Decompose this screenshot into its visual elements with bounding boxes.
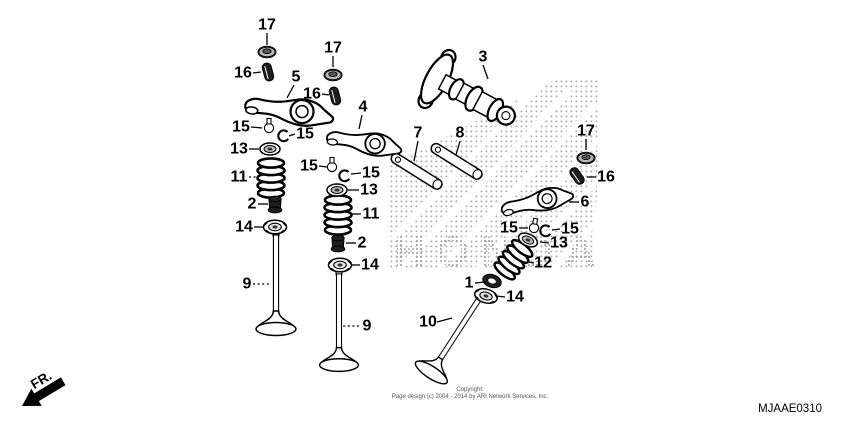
leader-line-1: [474, 281, 486, 284]
part-label-16: 16: [303, 86, 321, 103]
part-label-7: 7: [414, 125, 423, 142]
part-label-16: 16: [597, 169, 615, 186]
part-label-11: 11: [363, 206, 380, 223]
front-direction-indicator: FR.: [22, 368, 66, 406]
part-label-5: 5: [292, 69, 301, 86]
copyright-line-1: Copyright:: [456, 387, 484, 393]
part-label-11: 11: [231, 169, 248, 186]
leader-line-13: [539, 241, 550, 244]
part-label-15: 15: [362, 165, 380, 182]
leader-line-10: [436, 317, 453, 323]
leader-line-15: [551, 228, 561, 231]
leader-line-8: [455, 140, 461, 156]
part-label-6: 6: [581, 194, 590, 211]
spring-retainer-14-middle: [327, 257, 353, 273]
lock-nut-17-right: [576, 151, 596, 165]
leader-line-15: [288, 133, 296, 137]
part-label-15: 15: [500, 220, 518, 237]
valve-9-middle: [318, 267, 360, 373]
valve-spring-11-middle: [323, 194, 353, 236]
adjusting-screw-16-left: [260, 61, 276, 83]
stem-seal-2-middle: [330, 234, 346, 253]
part-label-9: 9: [363, 318, 372, 335]
leader-line-4: [358, 114, 363, 130]
adjusting-screw-16-middle: [327, 85, 343, 107]
leader-line-3: [482, 64, 489, 80]
part-label-1: 1: [465, 275, 474, 292]
valve-cotter-15-d: [338, 169, 351, 183]
part-label-14: 14: [235, 219, 253, 236]
part-label-15: 15: [232, 119, 250, 136]
spring-seat-13-left: [259, 142, 281, 156]
spring-retainer-14-left: [262, 219, 288, 235]
lock-nut-17-middle: [323, 68, 343, 82]
copyright-line-2: Page design (c) 2004 - 2014 by ARI Netwo…: [392, 394, 549, 400]
part-label-13: 13: [360, 182, 378, 199]
rocker-arm-5: [242, 91, 337, 131]
leader-line-15: [318, 165, 328, 168]
valve-9-left: [255, 228, 297, 337]
part-label-15: 15: [561, 221, 579, 238]
part-label-3: 3: [479, 49, 488, 66]
part-label-16: 16: [234, 65, 252, 82]
part-label-12: 12: [534, 255, 552, 272]
leader-line-15: [350, 172, 362, 175]
part-label-13: 13: [550, 235, 568, 252]
leader-line-12: [526, 261, 535, 264]
part-label-14: 14: [361, 257, 379, 274]
leader-line-7: [413, 140, 419, 162]
part-label-14: 14: [506, 289, 524, 306]
front-arrow-icon: [22, 377, 66, 406]
valve-cotter-15-a: [263, 117, 275, 134]
part-label-15: 15: [296, 126, 314, 143]
part-label-15: 15: [300, 158, 318, 175]
part-label-8: 8: [456, 125, 465, 142]
part-label-10: 10: [419, 314, 437, 331]
part-label-4: 4: [359, 99, 368, 116]
leader-line-14: [495, 295, 506, 298]
leader-line-16: [252, 71, 262, 74]
part-label-9: 9: [243, 276, 252, 293]
leader-line-16: [321, 93, 330, 96]
part-label-17: 17: [324, 40, 342, 57]
spring-seat-13-middle: [326, 183, 348, 197]
leader-line-5: [286, 84, 295, 99]
part-label-13: 13: [230, 141, 248, 158]
leader-line-15: [250, 126, 263, 129]
rocker-arm-4: [324, 125, 405, 161]
lock-nut-17-left: [257, 45, 277, 59]
valve-cotter-15-b: [277, 129, 290, 143]
part-label-17: 17: [258, 17, 276, 34]
valve-cotter-15-c: [326, 156, 338, 173]
valve-spring-11-left: [256, 157, 286, 199]
stem-seal-2-left: [267, 195, 283, 214]
part-label-2: 2: [248, 196, 257, 213]
part-label-2: 2: [358, 235, 367, 252]
diagram-code: MJAAE0310: [758, 403, 822, 415]
part-label-17: 17: [577, 123, 595, 140]
